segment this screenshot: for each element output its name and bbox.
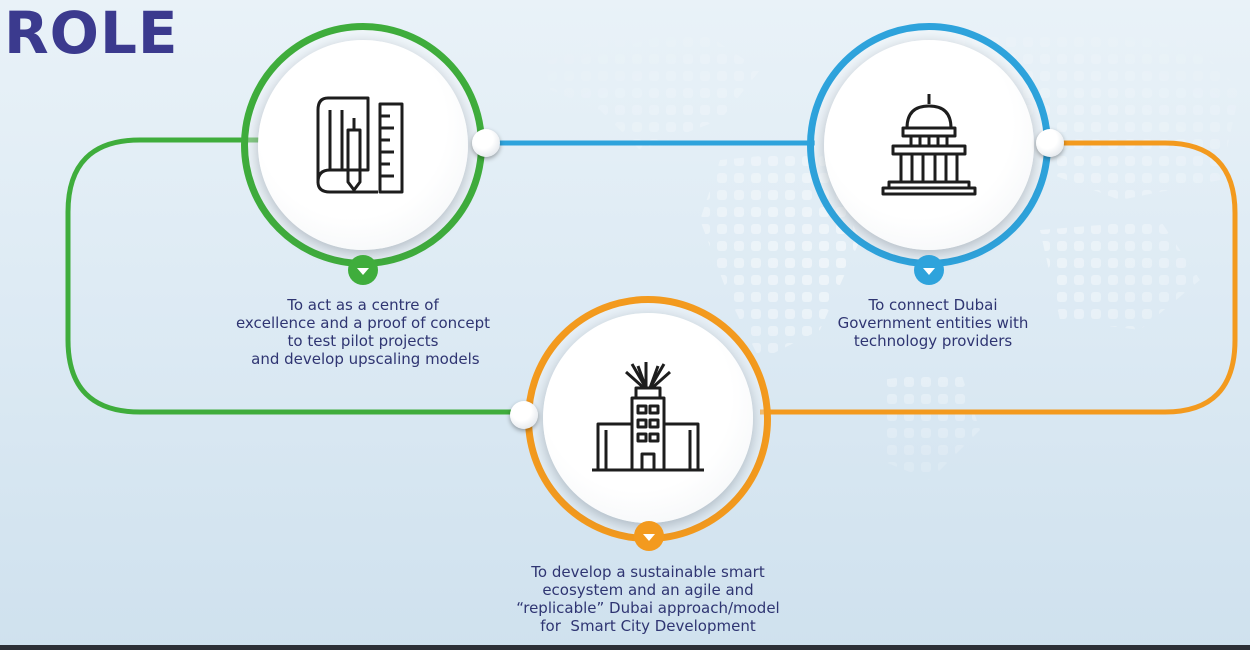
chevron-down-icon: [914, 255, 944, 285]
orange-connector: [760, 140, 1238, 415]
description-blueprint: To act as a centre of excellence and a p…: [218, 296, 508, 368]
connector-dot: [1036, 129, 1064, 157]
description-line: and develop upscaling models: [246, 350, 480, 368]
blueprint-icon: [316, 96, 404, 194]
connector-dot: [472, 129, 500, 157]
description-line: Government entities with: [837, 314, 1029, 332]
description-line: To connect Dubai: [868, 296, 998, 314]
bottom-divider: [0, 645, 1250, 650]
description-line: “replicable” Dubai approach/model: [516, 599, 780, 617]
description-line: to test pilot projects: [287, 332, 439, 350]
description-line: excellence and a proof of concept: [235, 314, 491, 332]
connector-dot: [510, 401, 538, 429]
description-line: To develop a sustainable smart: [531, 563, 765, 581]
city-building-icon: [592, 362, 704, 472]
description-government: To connect Dubai Government entities wit…: [808, 296, 1058, 350]
description-smart-city: To develop a sustainable smart ecosystem…: [498, 563, 798, 635]
description-line: To act as a centre of: [287, 296, 439, 314]
chevron-down-icon: [634, 521, 664, 551]
green-connector: [65, 137, 520, 415]
description-line: for Smart City Development: [540, 617, 756, 635]
description-line: technology providers: [853, 332, 1013, 350]
page-title: ROLE: [4, 0, 179, 67]
chevron-down-icon: [348, 255, 378, 285]
government-building-icon: [881, 94, 977, 196]
description-line: ecosystem and an agile and: [542, 581, 754, 599]
